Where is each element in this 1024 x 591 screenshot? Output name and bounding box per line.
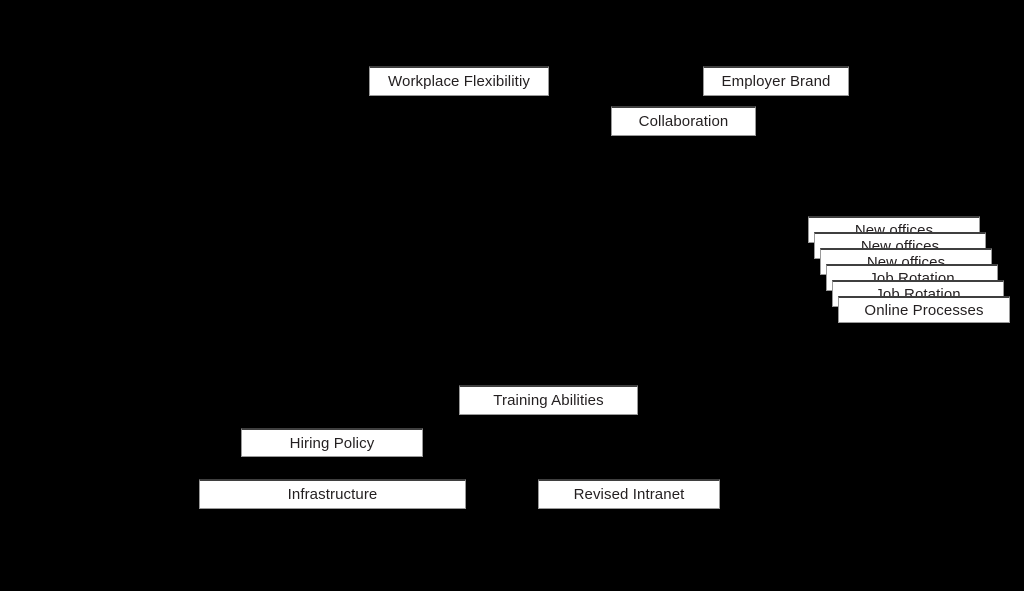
node-label: Employer Brand	[721, 73, 831, 90]
node-label: Revised Intranet	[573, 486, 685, 503]
node-stack-online-processes-1[interactable]: Online Processes	[838, 296, 1010, 323]
node-infrastructure[interactable]: Infrastructure	[199, 479, 466, 509]
node-hiring-policy[interactable]: Hiring Policy	[241, 428, 423, 457]
node-workplace-flexibility[interactable]: Workplace Flexibilitiy	[369, 66, 549, 96]
node-label: Hiring Policy	[289, 434, 375, 452]
node-label: Collaboration	[638, 113, 729, 130]
node-collaboration[interactable]: Collaboration	[611, 106, 756, 136]
node-label: Workplace Flexibilitiy	[388, 73, 530, 90]
node-employer-brand[interactable]: Employer Brand	[703, 66, 849, 96]
node-label: Infrastructure	[287, 486, 378, 503]
node-label: Training Abilities	[493, 392, 604, 409]
node-revised-intranet[interactable]: Revised Intranet	[538, 479, 720, 509]
node-label: Online Processes	[864, 301, 984, 319]
node-training-abilities[interactable]: Training Abilities	[459, 385, 638, 415]
